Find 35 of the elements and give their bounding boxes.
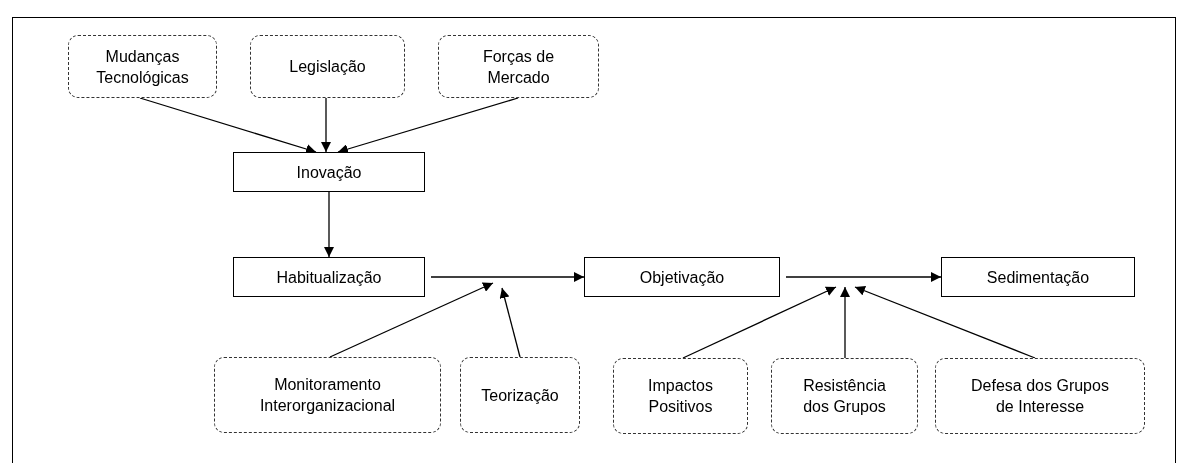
stage-box — [233, 257, 425, 297]
factor-box — [771, 358, 918, 434]
arrow — [337, 97, 519, 154]
factor-box — [935, 358, 1145, 434]
arrow — [785, 272, 942, 282]
node-label: Objetivação — [639, 267, 725, 288]
node-label: Monitoramento Interorganizacional — [258, 375, 397, 416]
node-label: Legislação — [289, 57, 366, 77]
stage-box — [584, 257, 780, 297]
factor-box — [613, 358, 748, 434]
arrow — [854, 286, 1036, 359]
factor-box — [438, 35, 599, 98]
arrow — [321, 97, 331, 153]
stage-box — [233, 152, 425, 192]
node-label: Impactos Positivos — [647, 376, 714, 417]
arrow — [329, 282, 494, 358]
factor-box — [214, 357, 441, 433]
factor-box — [250, 35, 405, 98]
node-label: Teorização — [481, 385, 559, 406]
factor-box — [460, 357, 580, 433]
arrow — [324, 191, 334, 258]
arrow — [139, 97, 317, 154]
arrow — [840, 286, 850, 359]
node-label: Mudanças Tecnológicas — [95, 46, 190, 88]
arrow — [682, 286, 837, 359]
arrow — [430, 272, 585, 282]
factor-box — [68, 35, 217, 98]
arrow — [499, 287, 521, 358]
node-label: Habitualização — [276, 267, 382, 288]
node-label: Defesa dos Grupos de Interesse — [970, 376, 1110, 417]
node-label: Resistência dos Grupos — [802, 376, 887, 417]
node-label: Inovação — [296, 162, 362, 183]
node-label: Sedimentação — [986, 267, 1090, 288]
stage-box — [941, 257, 1135, 297]
node-label: Forças de Mercado — [481, 46, 556, 88]
